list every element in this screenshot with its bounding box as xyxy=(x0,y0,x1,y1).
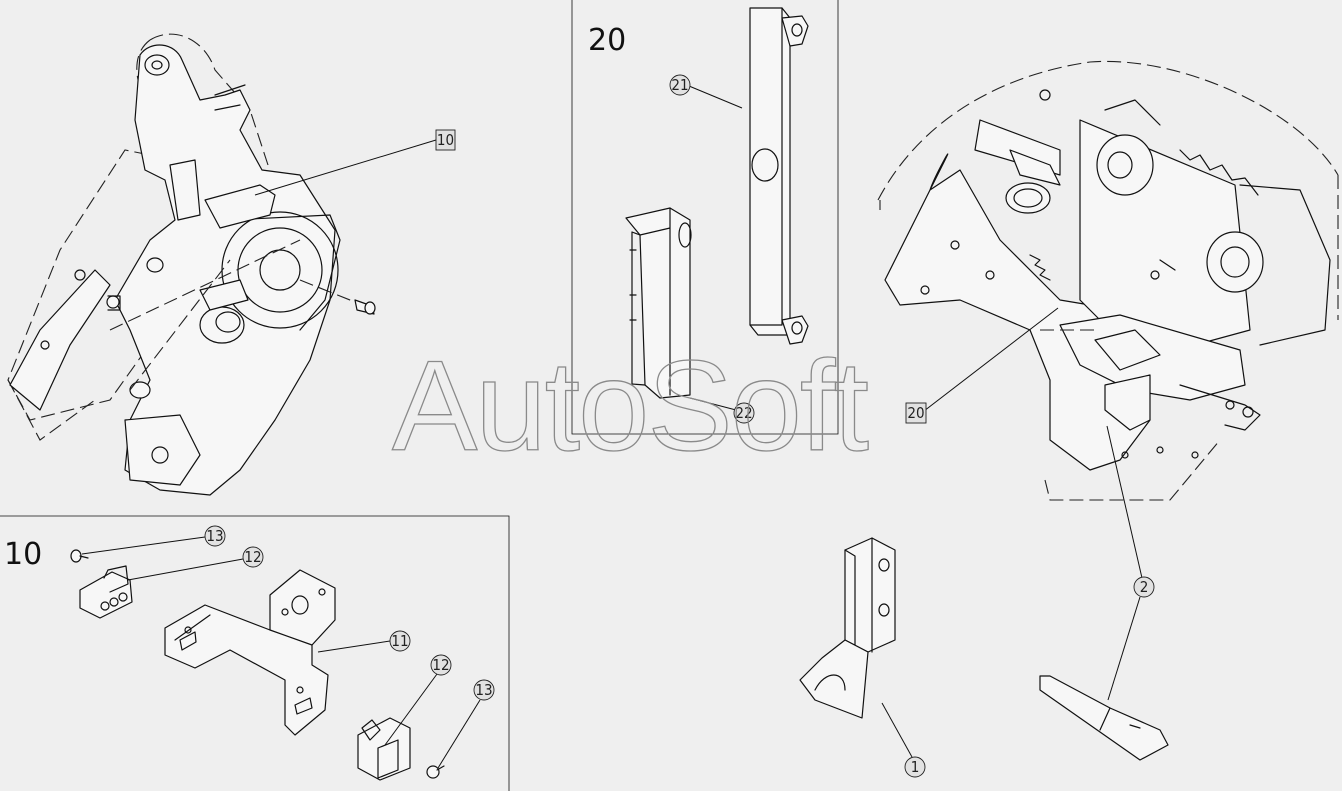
svg-text:11: 11 xyxy=(391,632,408,650)
callout-22-leader xyxy=(689,397,737,411)
callout-22: 22 xyxy=(733,402,755,424)
callout-1-leader xyxy=(881,702,913,758)
frame-10-box: 10 xyxy=(0,515,510,791)
callout-2: 2 xyxy=(1133,576,1155,598)
svg-text:13: 13 xyxy=(475,681,492,699)
blade-part-2 xyxy=(1039,675,1169,761)
callout-20-leader xyxy=(923,307,1059,412)
svg-text:13: 13 xyxy=(206,527,223,545)
callout-12b: 12 xyxy=(430,654,452,676)
frame-20-box: 20 xyxy=(571,0,839,435)
svg-text:12: 12 xyxy=(432,656,449,674)
svg-text:21: 21 xyxy=(671,76,688,94)
callout-12a: 12 xyxy=(242,546,264,568)
frame-10-title: 10 xyxy=(4,537,42,572)
callout-11: 11 xyxy=(389,630,411,652)
svg-text:2: 2 xyxy=(1140,578,1149,596)
callout-2-leader-up xyxy=(1106,425,1143,579)
callout-10-main: 10 xyxy=(435,129,456,151)
svg-text:20: 20 xyxy=(907,404,924,422)
svg-text:12: 12 xyxy=(244,548,261,566)
callout-11-leader xyxy=(317,640,391,653)
frame-20-parts xyxy=(625,7,809,423)
callout-13b: 13 xyxy=(473,679,495,701)
watermark-text: AutoSoft xyxy=(392,335,868,478)
callout-21-leader xyxy=(688,85,743,109)
callout-1: 1 xyxy=(904,756,926,778)
frame-10-parts xyxy=(70,549,445,781)
callout-13a-leader xyxy=(81,536,206,555)
callout-20-main: 20 xyxy=(905,402,927,424)
callout-12a-leader xyxy=(127,558,244,581)
svg-text:10: 10 xyxy=(437,131,454,149)
svg-text:1: 1 xyxy=(911,758,920,776)
left-side-frame-assembly xyxy=(7,33,376,496)
callout-13b-leader xyxy=(437,699,481,769)
frame-20-title: 20 xyxy=(588,23,626,58)
right-mechanism-assembly xyxy=(877,60,1339,501)
svg-text:22: 22 xyxy=(735,404,752,422)
bracket-part-1 xyxy=(799,537,896,719)
callout-21: 21 xyxy=(669,74,691,96)
callout-12b-leader xyxy=(384,673,438,746)
callout-10-leader xyxy=(254,139,437,196)
callout-13a: 13 xyxy=(204,525,226,547)
callout-2-leader-down xyxy=(1107,596,1141,701)
